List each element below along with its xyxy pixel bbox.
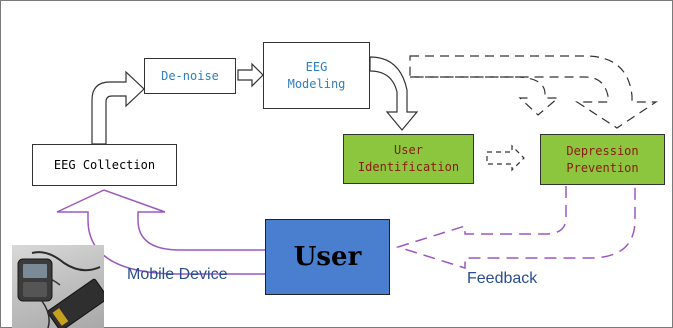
node-depression-prevention: Depression Prevention bbox=[540, 134, 665, 185]
arrow-mobile-device bbox=[56, 189, 266, 275]
arrow-denoise-to-modeling bbox=[237, 62, 264, 88]
node-user: User bbox=[265, 219, 390, 295]
node-de-noise: De-noise bbox=[144, 58, 236, 94]
label-mobile-device: Mobile Device bbox=[127, 266, 228, 283]
arrow-collection-to-denoise bbox=[91, 70, 145, 145]
node-eeg-modeling: EEG Modeling bbox=[263, 42, 370, 109]
arrow-modeling-to-prevention-outer bbox=[409, 55, 658, 129]
label-feedback: Feedback bbox=[467, 270, 538, 287]
node-user-identification: User Identification bbox=[343, 134, 474, 184]
arrow-modeling-to-identification bbox=[369, 56, 419, 131]
arrow-identification-to-prevention bbox=[486, 144, 525, 172]
mobile-device-photo bbox=[12, 245, 104, 328]
node-eeg-collection: EEG Collection bbox=[32, 144, 177, 186]
arrow-feedback bbox=[395, 186, 636, 270]
mobile-device-icon bbox=[17, 251, 104, 328]
arrow-modeling-to-prevention-inner bbox=[410, 76, 560, 116]
